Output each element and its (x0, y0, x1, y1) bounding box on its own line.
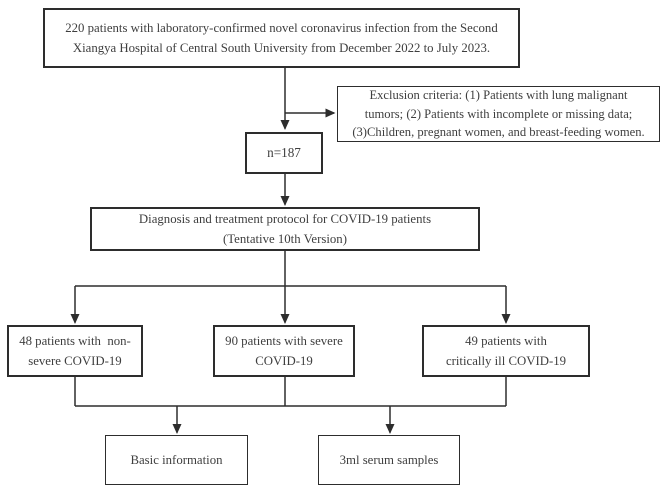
included-count-text: n=187 (267, 145, 301, 160)
protocol-box: Diagnosis and treatment protocol for COV… (90, 207, 480, 251)
exclusion-criteria-text: Exclusion criteria: (1) Patients with lu… (352, 88, 645, 140)
exclusion-criteria-box: Exclusion criteria: (1) Patients with lu… (337, 86, 660, 142)
group-non-severe-box: 48 patients with non- severe COVID-19 (7, 325, 143, 377)
included-count-box: n=187 (245, 132, 323, 174)
basic-information-text: Basic information (130, 453, 223, 467)
basic-information-box: Basic information (105, 435, 248, 485)
group-critical-text: 49 patients with critically ill COVID-19 (445, 334, 567, 368)
group-severe-text: 90 patients with severe COVID-19 (225, 334, 343, 368)
serum-samples-text: 3ml serum samples (339, 453, 439, 467)
group-non-severe-text: 48 patients with non- severe COVID-19 (19, 334, 131, 368)
protocol-text: Diagnosis and treatment protocol for COV… (138, 212, 432, 246)
group-critical-box: 49 patients with critically ill COVID-19 (422, 325, 590, 377)
serum-samples-box: 3ml serum samples (318, 435, 460, 485)
enrollment-text: 220 patients with laboratory-confirmed n… (65, 21, 498, 55)
enrollment-box: 220 patients with laboratory-confirmed n… (43, 8, 520, 68)
group-severe-box: 90 patients with severe COVID-19 (213, 325, 355, 377)
